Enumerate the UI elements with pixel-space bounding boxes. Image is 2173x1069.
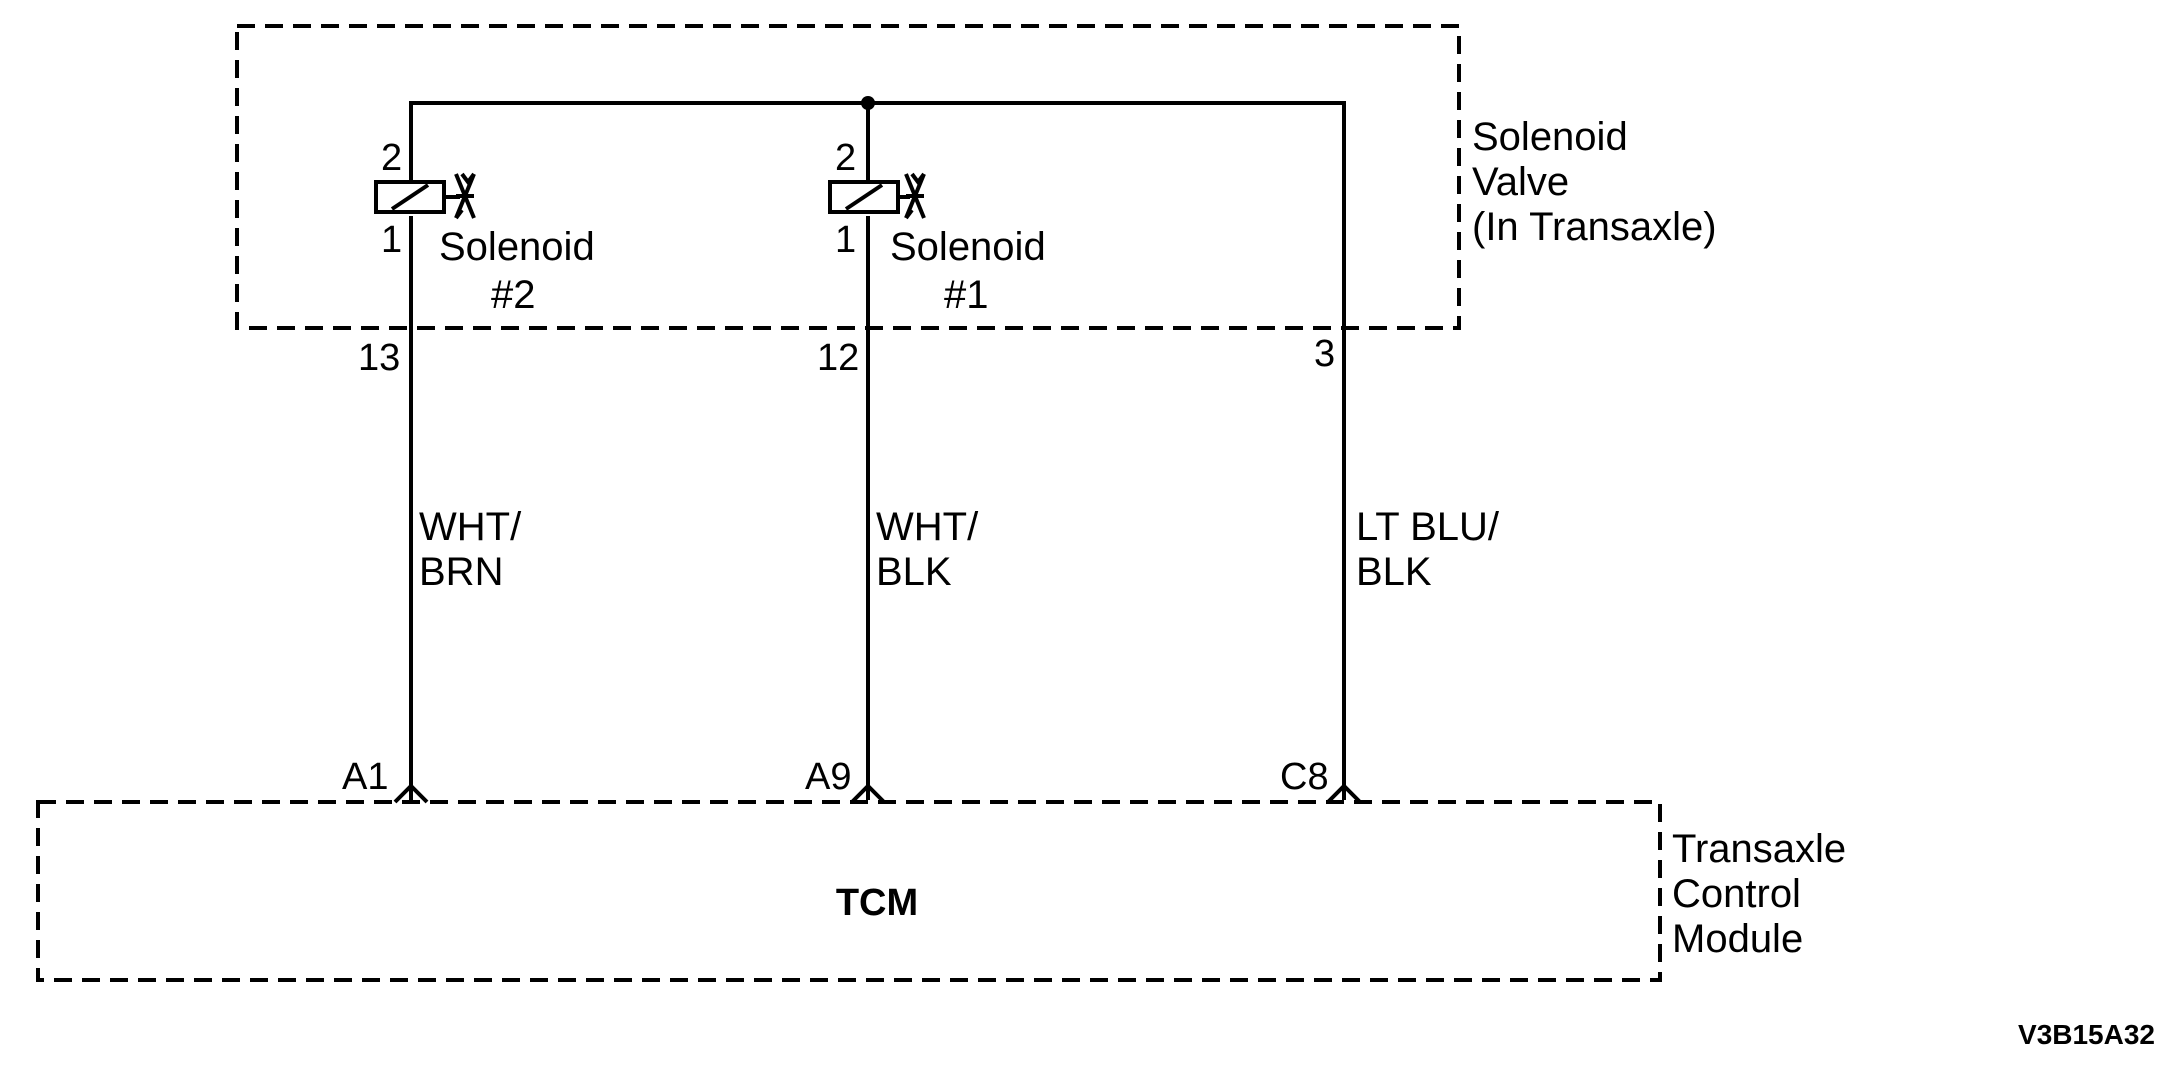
tcm-pin-a1: A1 [342,756,388,798]
solenoid-2-pin-top: 2 [381,137,402,179]
tcm-name: TCM [836,882,918,924]
wire-color-2-line-1: WHT/ [876,505,979,549]
solenoid-valve-box [235,24,1461,330]
wire-color-3-line-2: BLK [1356,550,1432,594]
solenoid-valve-label-line-1: Solenoid [1472,115,1628,159]
terminal-a1-symbol [393,783,429,804]
solenoid-valve-label-line-3: (In Transaxle) [1472,205,1717,249]
connector-pin-3: 3 [1314,333,1335,375]
solenoid-1-pin-bottom: 1 [835,219,856,261]
solenoid-2-number: #2 [491,273,536,317]
wire-color-1-line-1: WHT/ [419,505,522,549]
tcm-pin-a9: A9 [805,756,851,798]
solenoid-valve-label-line-2: Valve [1472,160,1569,204]
connector-pin-13: 13 [358,337,400,379]
splice-dot [861,96,875,110]
tcm-label-line-1: Transaxle [1672,827,1846,871]
common-bus-wire [409,101,1346,800]
terminal-a9-symbol [850,783,886,804]
solenoid-2-name: Solenoid [439,225,595,269]
tcm-label-line-3: Module [1672,917,1803,961]
connector-pin-12: 12 [817,337,859,379]
reference-code: V3B15A32 [2018,1019,2155,1050]
terminal-c8-symbol [1326,783,1362,804]
solenoid-1-number: #1 [944,273,989,317]
solenoid-1-pin-top: 2 [835,137,856,179]
solenoid-2-symbol [374,172,476,220]
wire-color-2-line-2: BLK [876,550,952,594]
tcm-box [36,800,1662,982]
solenoid-2-pin-bottom: 1 [381,219,402,261]
wire-color-1-line-2: BRN [419,550,503,594]
solenoid-1-symbol [828,172,926,220]
wire-color-3-line-1: LT BLU/ [1356,505,1500,549]
tcm-pin-c8: C8 [1280,756,1329,798]
tcm-label-line-2: Control [1672,872,1801,916]
solenoid-1-name: Solenoid [890,225,1046,269]
